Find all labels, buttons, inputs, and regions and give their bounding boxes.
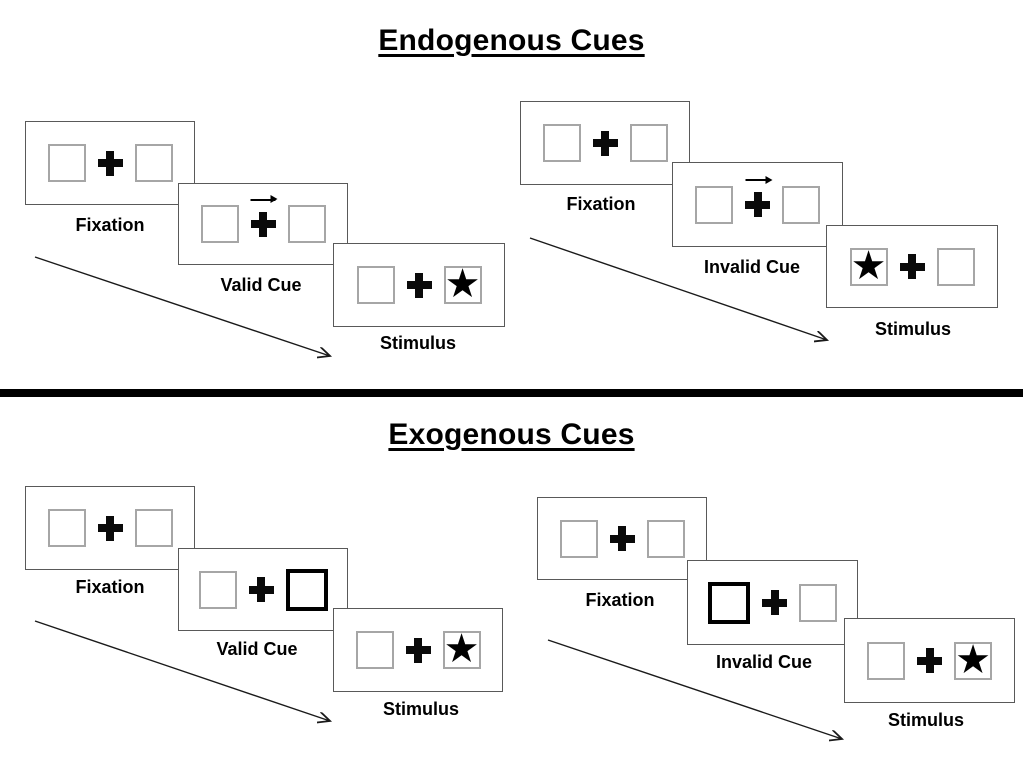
- right-placeholder-box: [287, 205, 326, 243]
- step-label-fixation: Fixation: [566, 194, 636, 214]
- left-highlighted-cue-box: [708, 581, 750, 624]
- left-placeholder-box: [542, 124, 581, 162]
- right-placeholder-box: [134, 144, 173, 182]
- left-placeholder-box: [355, 631, 394, 669]
- step-label-invalid-cue: Invalid Cue: [715, 652, 813, 672]
- fixation-panel: [25, 121, 195, 205]
- right-arrow-cue-icon: [745, 175, 772, 184]
- timeline-arrow-endogenous-valid: [34, 256, 330, 356]
- left-placeholder-box: [47, 144, 86, 182]
- fixation-cross-icon: [917, 648, 942, 673]
- fixation-cross-icon: [248, 577, 274, 602]
- valid-cue-panel: [178, 548, 348, 631]
- step-label-stimulus: Stimulus: [887, 710, 965, 730]
- left-placeholder-box: [867, 641, 905, 680]
- stimulus-panel: ★: [333, 243, 505, 327]
- step-label-fixation: Fixation: [75, 577, 145, 597]
- stimulus-panel: ★: [844, 618, 1015, 703]
- fixation-cross-icon: [745, 192, 770, 217]
- fixation-panel: [520, 101, 690, 185]
- step-label-invalid-cue: Invalid Cue: [703, 257, 801, 277]
- left-placeholder-box: [356, 266, 395, 304]
- step-label-stimulus: Stimulus: [382, 699, 460, 719]
- star-icon: ★: [444, 261, 481, 307]
- right-placeholder-box: [782, 185, 820, 224]
- invalid-cue-panel: [687, 560, 858, 645]
- section-title-exogenous: Exogenous Cues: [388, 418, 635, 451]
- fixation-panel: [25, 486, 195, 570]
- star-icon: ★: [443, 626, 480, 672]
- fixation-panel: [537, 497, 707, 580]
- right-target-box: ★: [442, 626, 481, 672]
- right-highlighted-cue-box: [285, 568, 328, 611]
- timeline-arrow-endogenous-invalid: [529, 237, 827, 340]
- step-label-stimulus: Stimulus: [379, 333, 457, 353]
- fixation-cross-icon: [609, 526, 635, 551]
- left-target-box: ★: [849, 242, 888, 289]
- star-icon: ★: [850, 242, 887, 289]
- fixation-cross-icon: [762, 590, 787, 615]
- section-title-endogenous: Endogenous Cues: [378, 24, 645, 57]
- timeline-arrow-exogenous-valid: [34, 620, 330, 721]
- right-arrow-cue-icon: [250, 195, 278, 203]
- stimulus-panel: ★: [826, 225, 998, 308]
- right-target-box: ★: [954, 636, 992, 683]
- fixation-cross-icon: [406, 272, 432, 298]
- left-placeholder-box: [695, 185, 733, 224]
- fixation-cross-icon: [250, 211, 276, 237]
- fixation-cross-icon: [899, 254, 925, 279]
- valid-cue-panel: [178, 183, 348, 265]
- right-placeholder-box: [799, 583, 837, 622]
- right-placeholder-box: [646, 519, 685, 558]
- left-placeholder-box: [200, 205, 239, 243]
- fixation-cross-icon: [97, 515, 123, 541]
- step-label-fixation: Fixation: [585, 590, 655, 610]
- fixation-cross-icon: [592, 130, 618, 156]
- step-label-fixation: Fixation: [75, 215, 145, 235]
- step-label-valid-cue: Valid Cue: [220, 275, 302, 295]
- step-label-stimulus: Stimulus: [874, 319, 952, 339]
- left-placeholder-box: [47, 509, 86, 547]
- fixation-cross-icon: [405, 637, 431, 663]
- section-divider: [0, 389, 1023, 397]
- right-placeholder-box: [134, 509, 173, 547]
- left-placeholder-box: [559, 519, 598, 558]
- star-icon: ★: [955, 636, 991, 683]
- right-placeholder-box: [936, 247, 975, 286]
- right-target-box: ★: [443, 261, 482, 307]
- fixation-cross-icon: [97, 150, 123, 176]
- invalid-cue-panel: [672, 162, 843, 247]
- left-placeholder-box: [198, 570, 237, 609]
- right-placeholder-box: [629, 124, 668, 162]
- step-label-valid-cue: Valid Cue: [216, 639, 298, 659]
- stimulus-panel: ★: [333, 608, 503, 692]
